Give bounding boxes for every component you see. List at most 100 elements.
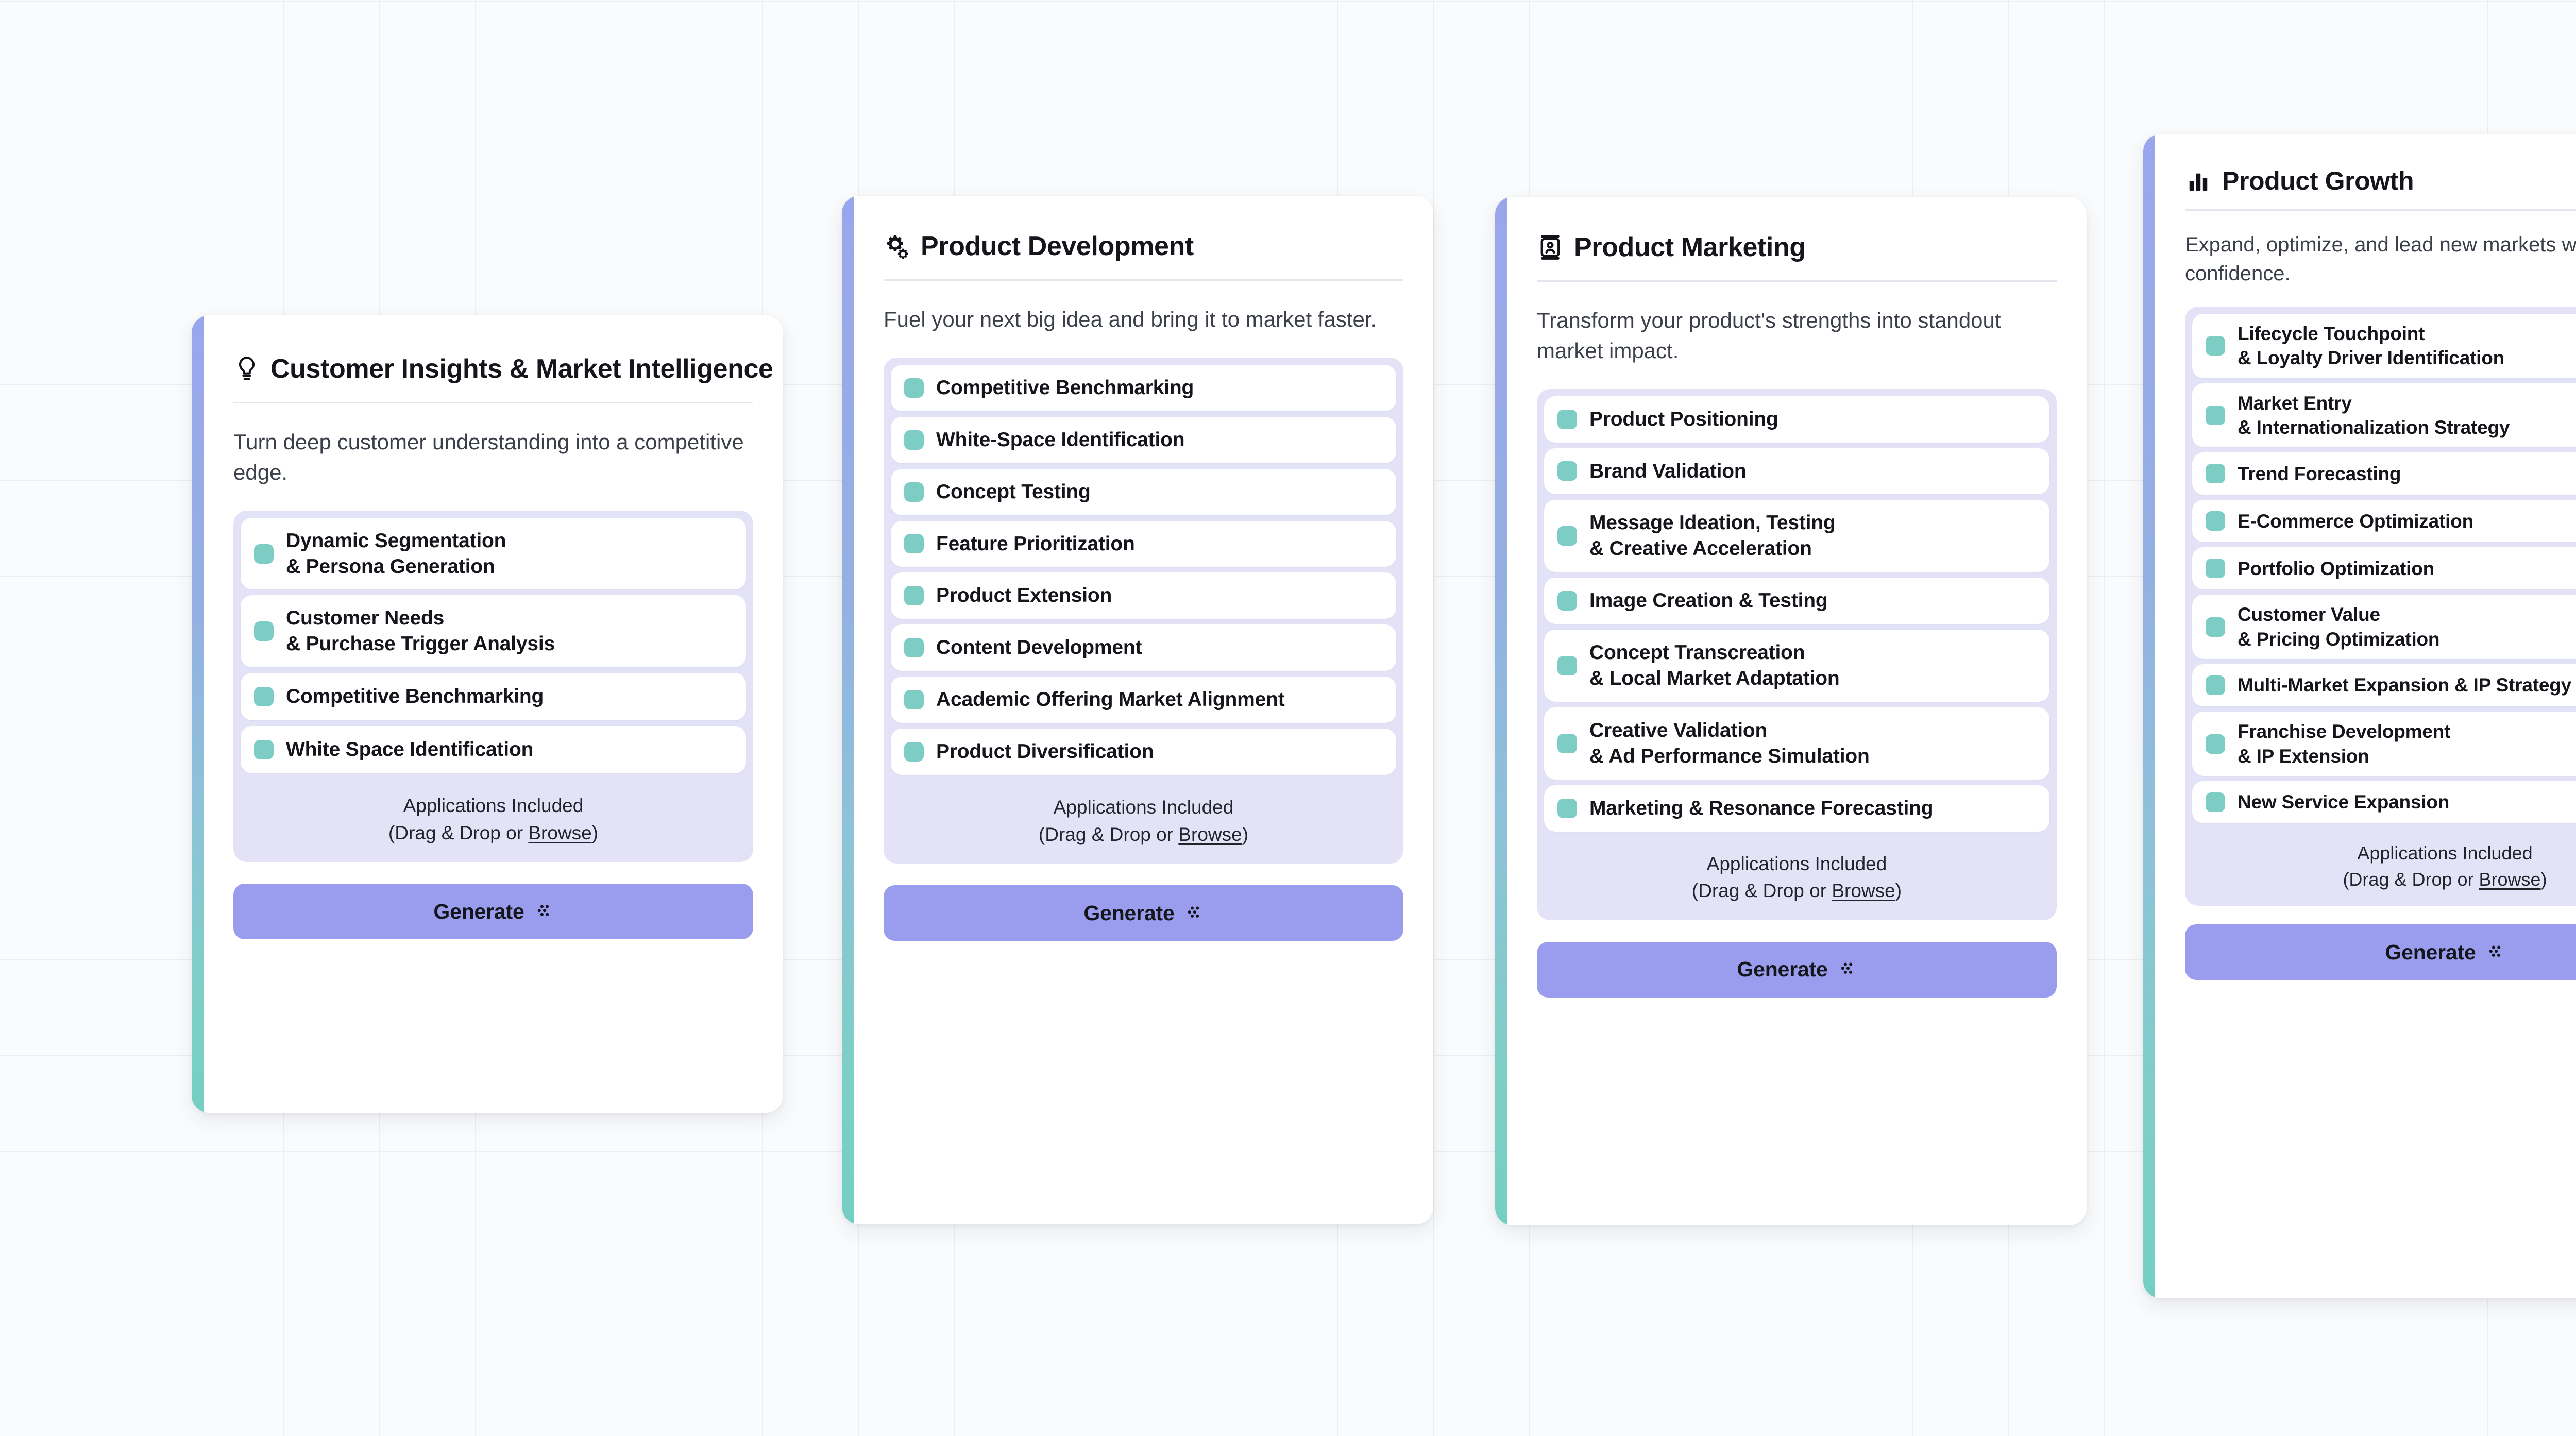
- list-item-label: White-Space Identification: [936, 428, 1185, 451]
- list-item[interactable]: Franchise Development & IP Extension: [2192, 712, 2576, 776]
- generate-button[interactable]: Generate: [1537, 941, 2057, 998]
- list-item[interactable]: Dynamic Segmentation & Persona Generatio…: [241, 517, 746, 590]
- bar-chart-icon: [2185, 167, 2212, 194]
- list-item[interactable]: Product Diversification: [891, 729, 1396, 775]
- list-item[interactable]: Product Positioning: [1544, 396, 2049, 443]
- card-accent-strip: [192, 315, 204, 1113]
- list-item-label: Image Creation & Testing: [1589, 589, 1828, 612]
- card-product-growth[interactable]: Product Growth Expand, optimize, and lea…: [2143, 134, 2576, 1298]
- generate-button-label: Generate: [1737, 957, 1828, 982]
- applications-panel: Lifecycle Touchpoint & Loyalty Driver Id…: [2185, 307, 2576, 906]
- card-accent-strip: [842, 196, 854, 1224]
- list-item[interactable]: Customer Needs & Purchase Trigger Analys…: [241, 595, 746, 668]
- list-item[interactable]: Trend Forecasting: [2192, 452, 2576, 495]
- card-title: Product Development: [921, 231, 1194, 261]
- app-color-swatch: [1557, 656, 1577, 676]
- card-title: Product Marketing: [1574, 232, 1806, 262]
- list-item[interactable]: Concept Testing: [891, 468, 1396, 515]
- card-description: Fuel your next big idea and bring it to …: [884, 307, 1377, 331]
- list-item[interactable]: Portfolio Optimization: [2192, 547, 2576, 590]
- generate-button-label: Generate: [433, 899, 524, 923]
- list-item[interactable]: Marketing & Resonance Forecasting: [1544, 785, 2049, 832]
- browse-link[interactable]: Browse: [1178, 823, 1242, 845]
- app-color-swatch: [904, 690, 924, 710]
- list-item-label: Multi-Market Expansion & IP Strategy: [2238, 674, 2571, 696]
- list-item-label: Product Positioning: [1589, 408, 1778, 430]
- app-color-swatch: [2206, 792, 2225, 812]
- drag-drop-suffix: ): [1242, 823, 1249, 845]
- card-description: Transform your product's strengths into …: [1537, 308, 2001, 363]
- generate-button[interactable]: Generate: [2185, 924, 2576, 981]
- applications-included-note: Applications Included (Drag & Drop or Br…: [241, 779, 746, 857]
- list-item[interactable]: Concept Transcreation & Local Market Ada…: [1544, 630, 2049, 702]
- list-item[interactable]: Lifecycle Touchpoint & Loyalty Driver Id…: [2192, 314, 2576, 378]
- applications-included-title: Applications Included: [1053, 797, 1234, 818]
- list-item[interactable]: White Space Identification: [241, 726, 746, 774]
- app-color-swatch: [1557, 591, 1577, 611]
- list-item-label: Brand Validation: [1589, 460, 1747, 482]
- card-title: Customer Insights & Market Intelligence: [270, 354, 773, 384]
- card-description: Expand, optimize, and lead new markets w…: [2185, 233, 2576, 285]
- list-item[interactable]: Brand Validation: [1544, 448, 2049, 495]
- list-item[interactable]: Product Extension: [891, 572, 1396, 619]
- list-item[interactable]: Content Development: [891, 624, 1396, 671]
- list-item-label: E-Commerce Optimization: [2238, 510, 2473, 532]
- browse-link[interactable]: Browse: [528, 822, 592, 843]
- list-item[interactable]: Customer Value & Pricing Optimization: [2192, 595, 2576, 660]
- drag-drop-suffix: ): [2540, 868, 2547, 890]
- applications-included-title: Applications Included: [2357, 842, 2533, 864]
- list-item-label: Dynamic Segmentation: [286, 529, 506, 552]
- app-color-swatch: [904, 638, 924, 658]
- browse-link[interactable]: Browse: [1832, 880, 1895, 902]
- card-title: Product Growth: [2222, 166, 2414, 195]
- app-color-swatch: [904, 586, 924, 606]
- applications-included-title: Applications Included: [403, 795, 584, 817]
- app-color-swatch: [2206, 559, 2225, 579]
- list-item-label: Trend Forecasting: [2238, 463, 2401, 484]
- list-item-label: Customer Needs: [286, 607, 445, 630]
- gears-icon: [884, 233, 910, 260]
- card-header: Product Growth: [2185, 134, 2576, 211]
- app-color-swatch: [254, 621, 274, 641]
- list-item-label-2: & Loyalty Driver Identification: [2238, 347, 2505, 369]
- app-color-swatch: [254, 687, 274, 707]
- card-customer-insights[interactable]: Customer Insights & Market Intelligence …: [192, 315, 783, 1113]
- list-item-label: Lifecycle Touchpoint: [2238, 323, 2425, 344]
- app-color-swatch: [1557, 526, 1577, 546]
- list-item[interactable]: Image Creation & Testing: [1544, 578, 2049, 624]
- app-color-swatch: [254, 544, 274, 564]
- list-item[interactable]: Market Entry & Internationalization Stra…: [2192, 383, 2576, 448]
- list-item[interactable]: Creative Validation & Ad Performance Sim…: [1544, 707, 2049, 780]
- app-color-swatch: [2206, 734, 2225, 754]
- applications-panel: Product Positioning Brand Validation Mes…: [1537, 388, 2057, 920]
- list-item-label: White Space Identification: [286, 738, 534, 761]
- list-item[interactable]: Feature Prioritization: [891, 520, 1396, 567]
- list-item-label: Market Entry: [2238, 392, 2352, 414]
- list-item-label-2: & Internationalization Strategy: [2238, 417, 2510, 438]
- app-color-swatch: [904, 742, 924, 762]
- list-item[interactable]: E-Commerce Optimization: [2192, 500, 2576, 543]
- list-item-label: Marketing & Resonance Forecasting: [1589, 797, 1934, 819]
- list-item-label: Customer Value: [2238, 604, 2380, 626]
- generate-button[interactable]: Generate: [884, 885, 1403, 941]
- sparkle-dots-icon: [1186, 904, 1204, 923]
- generate-button[interactable]: Generate: [233, 884, 753, 940]
- list-item[interactable]: Message Ideation, Testing & Creative Acc…: [1544, 500, 2049, 572]
- list-item-label: Product Extension: [936, 584, 1112, 607]
- card-product-development[interactable]: Product Development Fuel your next big i…: [842, 196, 1433, 1224]
- list-item[interactable]: White-Space Identification: [891, 416, 1396, 463]
- card-product-marketing[interactable]: Product Marketing Transform your product…: [1495, 197, 2087, 1225]
- list-item[interactable]: Academic Offering Market Alignment: [891, 677, 1396, 723]
- list-item[interactable]: Competitive Benchmarking: [241, 673, 746, 721]
- applications-panel: Competitive Benchmarking White-Space Ide…: [884, 357, 1403, 864]
- list-item-label: Message Ideation, Testing: [1589, 512, 1836, 534]
- list-item-label-2: & Persona Generation: [286, 555, 495, 578]
- list-item-label: Product Diversification: [936, 740, 1154, 763]
- list-item-label-2: & Ad Performance Simulation: [1589, 745, 1870, 767]
- browse-link[interactable]: Browse: [2479, 868, 2541, 890]
- list-item[interactable]: Competitive Benchmarking: [891, 364, 1396, 411]
- list-item[interactable]: New Service Expansion: [2192, 781, 2576, 823]
- card-accent-strip: [2143, 134, 2155, 1298]
- list-item[interactable]: Multi-Market Expansion & IP Strategy: [2192, 664, 2576, 707]
- app-color-swatch: [904, 534, 924, 554]
